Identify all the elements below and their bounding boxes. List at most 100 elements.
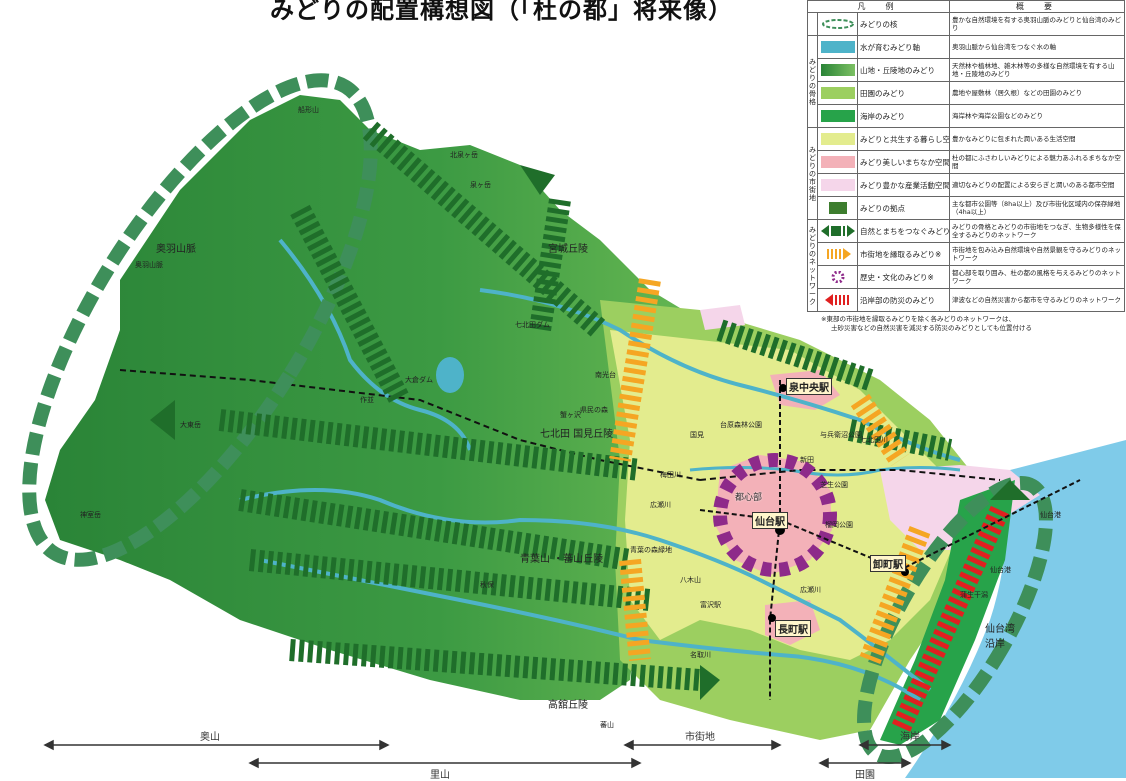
legend-name-9: 自然とまちをつなぐみどり※ <box>856 219 951 243</box>
label-nagamachi-station: 長町駅 <box>775 620 811 637</box>
label-izumi-chuo-station: 泉中央駅 <box>786 378 832 395</box>
swatch-living <box>820 133 855 145</box>
label-kitaizumi: 北泉ヶ岳 <box>450 151 478 159</box>
okura-river <box>278 238 472 451</box>
swatch-red-arrow <box>824 294 849 306</box>
legend-header-legend: 凡 例 <box>806 0 951 13</box>
legend-desc-4: 海岸林や海岸公園などのみどり <box>949 104 1125 128</box>
arrow-heads <box>150 165 1030 700</box>
swatch-industry <box>820 179 855 191</box>
legend-desc-8: 主な都市公園等（8ha以上）及び市街化区域内の保存緑地（4ha以上） <box>949 196 1125 220</box>
legend-desc-2: 天然林や植林地、雑木林等の多様な自然環境を有する山地・丘陵地のみどり <box>949 58 1125 82</box>
map-legend: 凡 例 概 要 みどりの核 豊かな自然環境を有する奥羽山脈のみどりと仙台湾のみど… <box>806 0 1125 332</box>
label-sendai-bay-coast: 仙台湾 沿岸 <box>985 624 1015 650</box>
label-yubiki: 与兵衛沼公園 <box>820 431 862 439</box>
label-aoba-hills: 青葉山 ・蕃山丘陵 <box>520 554 604 565</box>
label-akiu: 秋保 <box>480 581 494 589</box>
legend-desc-1: 奥羽山脈から仙台湾をつなぐ水の軸 <box>949 35 1125 59</box>
label-aoba-forest: 青葉の森緑地 <box>630 546 672 554</box>
legend-name-8: みどりの拠点 <box>856 196 951 220</box>
boundary-dashed-line <box>119 369 1001 481</box>
swatch-field <box>820 87 855 99</box>
legend-desc-9: みどりの骨格とみどりの市街地をつなぎ、生物多様性を保全するみどりのネットワーク <box>949 219 1125 243</box>
label-sakunami: 作並 <box>360 396 374 404</box>
zone-label-okuyama: 奥山 <box>200 732 220 743</box>
legend-name-6: みどり美しいまちなか空間 <box>856 150 951 174</box>
green-core-ring-east <box>857 475 1053 765</box>
label-sendai-port: 仙台港 <box>1040 511 1061 519</box>
izumi-station-dot <box>779 384 787 392</box>
label-kanazawa: 蟹ヶ沢 <box>560 411 581 419</box>
legend-desc-6: 杜の都にふさわしいみどりによる魅力あふれるまちなか空間 <box>949 150 1125 174</box>
zone-label-coast: 海岸 <box>900 732 920 743</box>
legend-note-1: ※東部の市街地を縁取るみどりを除く各みどりのネットワークは、 <box>821 315 1015 323</box>
zone-scale <box>43 739 952 769</box>
zone-label-rural: 田園 <box>855 770 875 781</box>
history-culture-burst <box>713 453 837 577</box>
swatch-green-core <box>821 19 854 29</box>
label-shichikita-hills: 七北田 国見丘陵 <box>540 429 614 440</box>
legend-group-network: みどりのネットワーク <box>807 219 818 312</box>
nagamachi-station-dot <box>768 614 776 622</box>
label-noba: 榴岡公園 <box>825 521 853 529</box>
legend-desc-7: 適切なみどりの配置による安らぎと潤いのある都市空間 <box>949 173 1125 197</box>
legend-group-urban: みどりの市街地 <box>807 127 818 220</box>
legend-name-3: 田園のみどり <box>856 81 951 105</box>
swatch-coast <box>820 110 855 122</box>
okura-dam-lake <box>436 357 464 393</box>
swatch-town <box>820 156 855 168</box>
label-daito: 大東岳 <box>180 421 201 429</box>
label-okura: 大倉ダム <box>405 376 433 384</box>
zone-label-urban: 市街地 <box>685 732 715 743</box>
label-shinden: 新田 <box>800 456 814 464</box>
legend-table: 凡 例 概 要 みどりの核 豊かな自然環境を有する奥羽山脈のみどりと仙台湾のみど… <box>806 0 1125 312</box>
legend-desc-3: 農地や屋敷林（居久根）などの田園のみどり <box>949 81 1125 105</box>
green-network-arrows <box>218 121 953 691</box>
label-tomizawa: 富沢駅 <box>700 601 721 609</box>
label-tenkei: 台原森林公園 <box>720 421 762 429</box>
label-shiba: 芝生公園 <box>820 481 848 489</box>
zone-label-satoyama: 里山 <box>430 770 450 781</box>
label-hitome: 仙台港 <box>990 566 1011 574</box>
legend-header-summary: 概 要 <box>949 0 1125 13</box>
orange-network-arrows <box>609 278 931 664</box>
legend-name-7: みどり豊かな産業活動空間 <box>856 173 951 197</box>
legend-desc-11: 都心部を取り囲み、杜の都の風格を与えるみどりのネットワーク <box>949 265 1125 289</box>
swatch-history-burst <box>831 271 844 283</box>
label-keigo: 県民の森 <box>580 406 608 414</box>
legend-desc-5: 豊かなみどりに包まれた潤いある生活空間 <box>949 127 1125 151</box>
label-kunimi: 国見 <box>690 431 704 439</box>
label-takadate-hills: 高舘丘陵 <box>548 700 588 711</box>
label-shirahata: 蕃山 <box>600 721 614 729</box>
label-ouu-mountains: 奥羽山脈 <box>156 244 196 255</box>
label-oroshimachi-station: 卸町駅 <box>870 555 906 572</box>
label-hiroseriver: 広瀬川 <box>650 501 671 509</box>
legend-name-5: みどりと共生する暮らし空間 <box>856 127 951 151</box>
label-zoo: 八木山 <box>680 576 701 584</box>
legend-name-1: 水が育むみどり軸 <box>856 35 951 59</box>
map-title: みどりの配置構想図（「杜の都」将来像） <box>270 0 733 24</box>
label-shichikita-dam: 七北田ダム <box>515 321 550 329</box>
legend-note-2: 土砂災害などの自然災害を減災する防災のみどりとしても位置付ける <box>831 324 1032 332</box>
label-haruka: 蒲生干潟 <box>960 591 988 599</box>
label-miyagi-hills: 宮城丘陵 <box>548 244 588 255</box>
legend-name-0: みどりの核 <box>856 12 951 36</box>
label-shichikita-river: 七北田川 <box>860 436 888 444</box>
legend-desc-0: 豊かな自然環境を有する奥羽山脈のみどりと仙台湾のみどり <box>949 12 1125 36</box>
green-core-ring-west <box>22 73 378 567</box>
legend-name-10: 市街地を縁取るみどり※ <box>856 242 951 266</box>
hirose-river <box>239 488 932 692</box>
sea-area <box>905 440 1126 778</box>
swatch-green-arrow <box>820 225 855 237</box>
label-funagata: 船形山 <box>298 106 319 114</box>
label-nankodai: 南光台 <box>595 371 616 379</box>
label-downtown: 都心部 <box>735 493 763 503</box>
legend-group-skeleton: みどりの骨格 <box>807 35 818 128</box>
label-oguno: 奥羽山脈 <box>135 261 163 269</box>
label-sendai-station: 仙台駅 <box>752 512 788 529</box>
legend-name-11: 歴史・文化のみどり※ <box>856 265 951 289</box>
label-izumigatake: 泉ヶ岳 <box>470 181 491 189</box>
legend-name-4: 海岸のみどり <box>856 104 951 128</box>
label-umeda-river: 梅田川 <box>660 471 681 479</box>
